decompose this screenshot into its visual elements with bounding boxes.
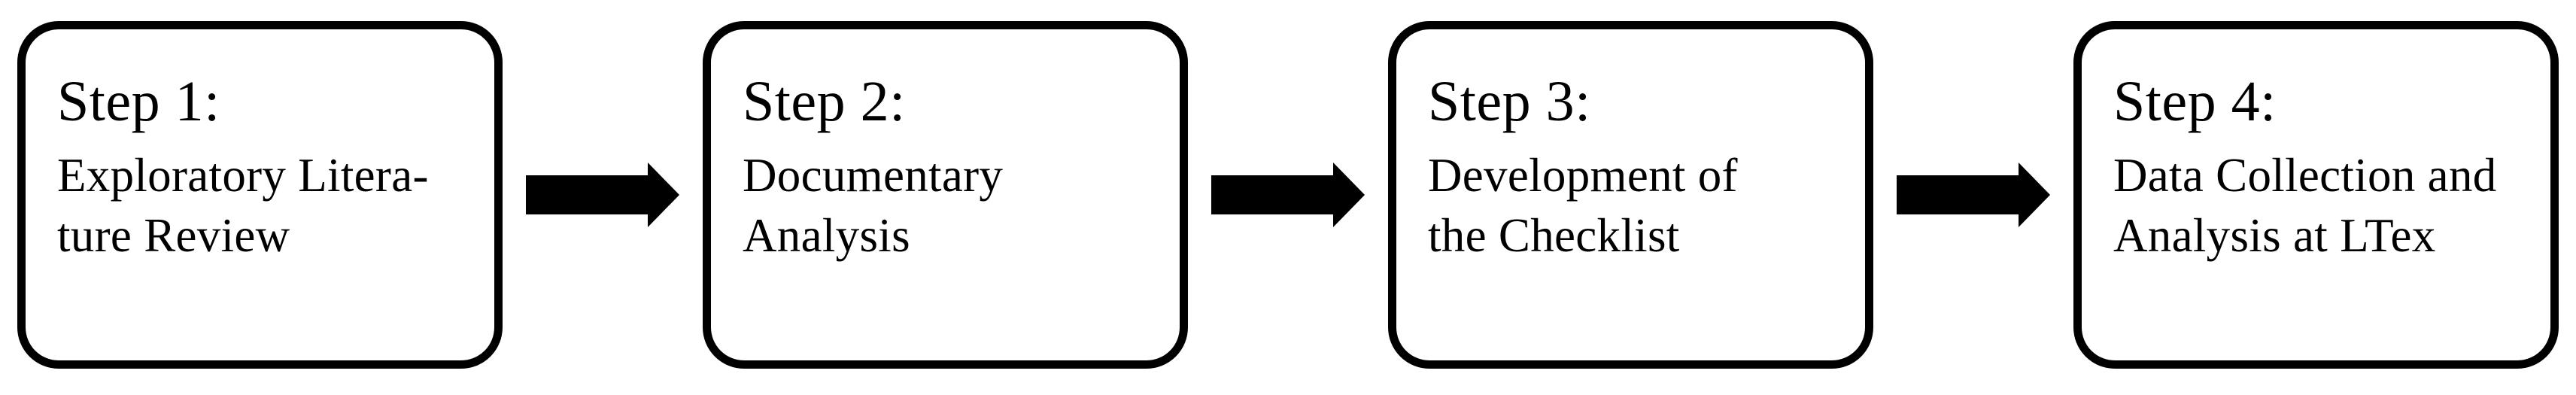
step-4-description: Data Collection and Analysis at LTex	[2113, 145, 2520, 266]
step-4-description-line-2: Analysis at LTex	[2113, 209, 2436, 263]
flow-arrow-3-cell	[1873, 21, 2073, 369]
step-3-title: Step 3:	[1428, 70, 1591, 133]
flow-arrow-2-cell	[1188, 21, 1388, 369]
right-arrow-icon	[1211, 163, 1365, 227]
process-flow-diagram: Step 1: Exploratory Litera- ture Review …	[17, 21, 2559, 369]
step-1-description-line-1: Exploratory Litera-	[57, 149, 429, 202]
right-arrow-icon	[526, 163, 679, 227]
step-2-title: Step 2:	[743, 70, 906, 133]
step-1-description-line-2: ture Review	[57, 209, 290, 263]
step-3-description-line-1: Development of	[1428, 149, 1738, 202]
step-2-description-line-2: Analysis	[743, 209, 910, 263]
step-3-description-line-2: the Checklist	[1428, 209, 1680, 263]
step-2-description-line-1: Documentary	[743, 149, 1004, 202]
step-4-description-line-1: Data Collection and	[2113, 149, 2497, 202]
step-4-title: Step 4:	[2113, 70, 2277, 133]
step-1-title: Step 1:	[57, 70, 220, 133]
flow-arrow-1-cell	[503, 21, 703, 369]
step-2-description: Documentary Analysis	[743, 145, 1150, 266]
right-arrow-icon	[1897, 163, 2050, 227]
step-1-description: Exploratory Litera- ture Review	[57, 145, 464, 266]
step-3-description: Development of the Checklist	[1428, 145, 1835, 266]
step-1-box: Step 1: Exploratory Litera- ture Review	[17, 21, 503, 369]
step-3-box: Step 3: Development of the Checklist	[1388, 21, 1873, 369]
step-2-box: Step 2: Documentary Analysis	[703, 21, 1188, 369]
step-4-box: Step 4: Data Collection and Analysis at …	[2073, 21, 2559, 369]
